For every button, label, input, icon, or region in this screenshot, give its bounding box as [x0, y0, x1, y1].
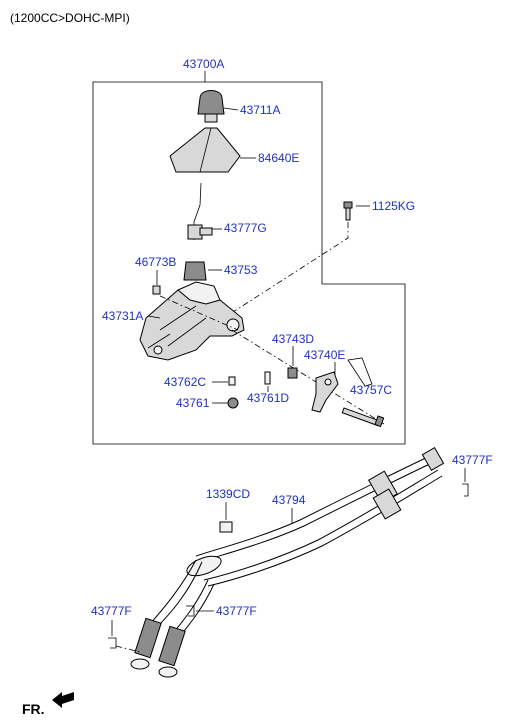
shift-boot-icon: [169, 127, 241, 173]
shift-cable-icon: [130, 447, 445, 678]
bolt-centerline: [232, 222, 349, 313]
plate-icon: [347, 357, 373, 387]
front-marker-label: FR.: [22, 701, 45, 717]
label-43743D[interactable]: 43743D: [272, 332, 314, 346]
label-43761[interactable]: 43761: [176, 396, 210, 410]
pin-icon: [287, 367, 298, 379]
label-43731A[interactable]: 43731A: [102, 309, 143, 323]
engine-spec-header: (1200CC>DOHC-MPI): [10, 11, 130, 25]
label-43777F-mid[interactable]: 43777F: [216, 604, 257, 618]
label-1339CD[interactable]: 1339CD: [206, 487, 250, 501]
label-43700A[interactable]: 43700A: [183, 57, 224, 71]
selector-bracket-icon: [311, 371, 339, 413]
shifter-housing-icon: [139, 281, 245, 361]
label-43711A[interactable]: 43711A: [240, 103, 280, 117]
shift-knob-icon: [197, 90, 225, 123]
front-arrow-icon: [52, 692, 74, 708]
bolt-icon: [343, 201, 353, 221]
grommet-icon: [219, 521, 233, 533]
shaft-centerline: [231, 329, 385, 425]
label-43757C[interactable]: 43757C: [350, 383, 392, 397]
bushing-icon: [183, 261, 207, 281]
knob-leader: [223, 107, 239, 111]
pivot-centerline: [159, 295, 239, 331]
shift-lever-icon: [187, 182, 213, 240]
housing-leader: [147, 315, 161, 319]
clip-right-icon: [462, 483, 469, 497]
label-43762C[interactable]: 43762C: [164, 375, 206, 389]
label-84640E[interactable]: 84640E: [258, 151, 299, 165]
small-bushing-icon: [152, 285, 161, 295]
clip-left-icon: [108, 637, 117, 649]
nut-icon: [227, 397, 239, 409]
label-46773B[interactable]: 46773B: [135, 255, 176, 269]
label-43777F-right[interactable]: 43777F: [452, 453, 493, 467]
pin-761d-icon: [264, 371, 271, 385]
label-43777G[interactable]: 43777G: [224, 221, 267, 235]
clip-left-centerline: [115, 645, 141, 653]
clip-icon: [228, 376, 236, 386]
label-43794[interactable]: 43794: [272, 493, 306, 507]
label-43777F-left[interactable]: 43777F: [91, 604, 132, 618]
label-43740E[interactable]: 43740E: [304, 348, 345, 362]
label-43761D[interactable]: 43761D: [247, 391, 289, 405]
label-43753[interactable]: 43753: [224, 263, 258, 277]
clip-mid-icon: [186, 605, 195, 617]
label-1125KG[interactable]: 1125KG: [372, 199, 415, 213]
long-bolt-icon: [341, 407, 385, 428]
assembly-boundary: [92, 81, 406, 445]
